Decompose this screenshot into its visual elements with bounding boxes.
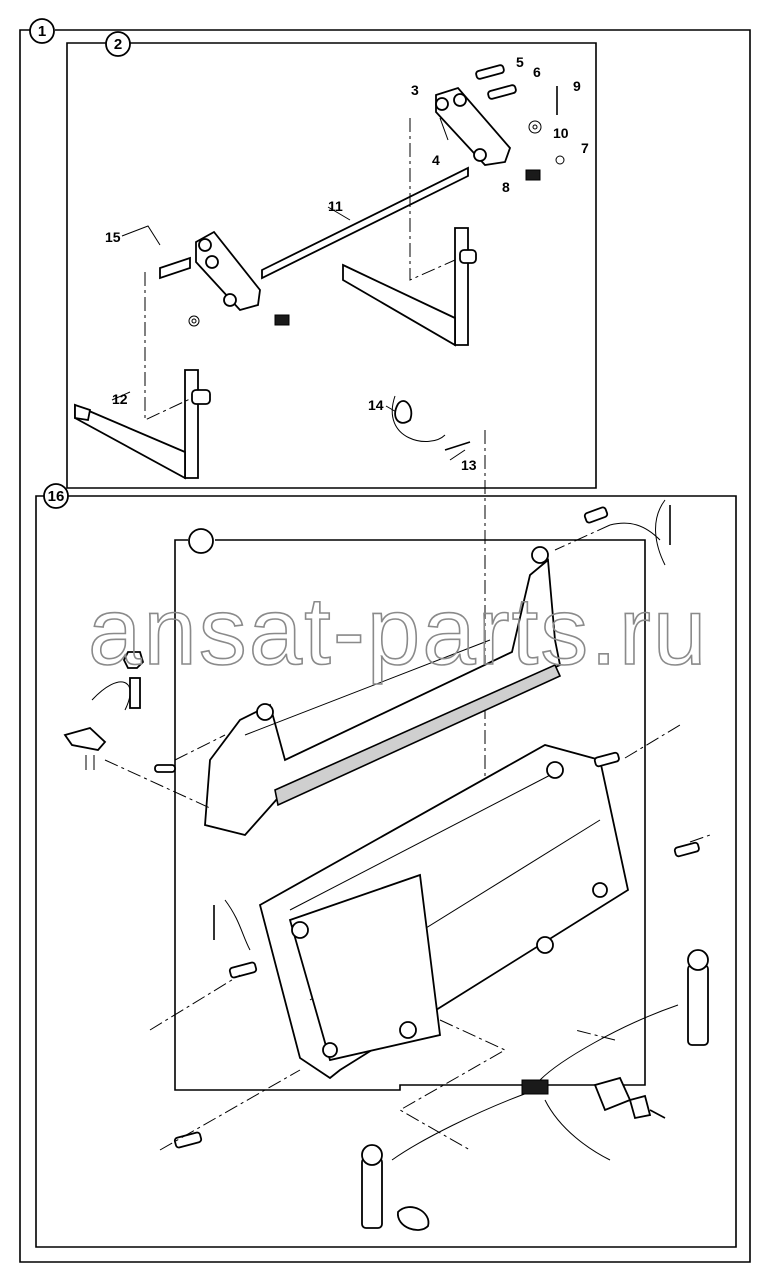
right-bracket [435,86,512,166]
left-fork-upright [184,369,199,479]
part-label-14: 14 [368,397,384,413]
part-label-6: 6 [533,64,541,80]
fork-shaft [261,166,469,280]
watermark-text: ansat-parts.ru [88,578,708,685]
callout-empty-circle [188,528,214,554]
frame-2: 2 [66,31,597,489]
part-label-10: 10 [553,125,569,141]
bucket-drawing [63,499,711,1231]
part-label-11: 11 [328,198,343,214]
callout-2-circle [105,31,131,57]
callout-1: 1 [38,23,46,40]
part-label-4: 4 [432,152,440,168]
part-label-12: 12 [112,391,128,407]
part-label-9: 9 [573,78,581,94]
part-label-7: 7 [581,140,589,156]
left-fork-tine [74,403,186,480]
callout-1-circle [29,18,55,44]
right-fork-tine [342,263,456,347]
part-labels: 3 4 5 6 7 8 9 10 11 12 13 14 15 [105,54,589,473]
left-bracket [195,230,261,312]
callout-2: 2 [114,36,122,53]
frame-bucket [174,528,646,1091]
fork-carriage-drawing [74,64,565,920]
frame-1: 1 [19,18,751,1263]
hydraulic-cylinder-left [361,1157,383,1229]
right-fork-upright [454,227,469,346]
part-label-3: 3 [411,82,419,98]
callout-16: 16 [48,488,65,505]
part-label-15: 15 [105,229,121,245]
part-label-5: 5 [516,54,524,70]
part-label-13: 13 [461,457,477,473]
callout-16-circle [43,483,69,509]
hydraulic-cylinder-right [687,964,709,1046]
part-label-8: 8 [502,179,510,195]
frame-16: 16 [35,483,737,1248]
